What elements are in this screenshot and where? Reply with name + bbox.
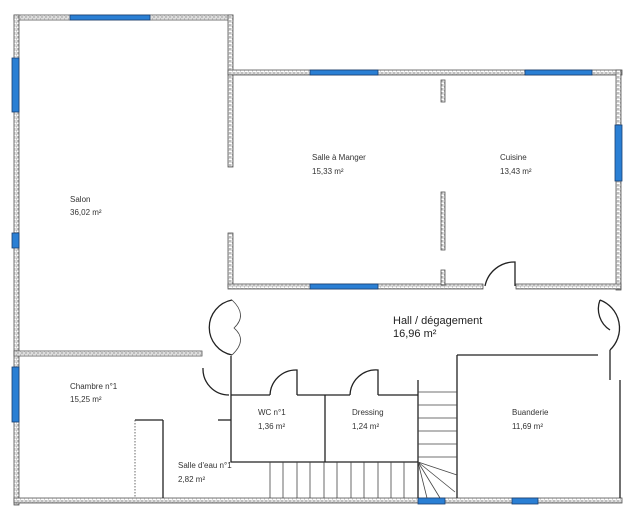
walls bbox=[13, 14, 623, 506]
staircase bbox=[269, 391, 458, 499]
windows bbox=[11, 14, 623, 505]
room-name-buanderie: Buanderie bbox=[512, 408, 549, 417]
room-name-salle-d-eau: Salle d'eau n°1 bbox=[178, 461, 232, 470]
room-name-hall: Hall / dégagement bbox=[393, 315, 482, 327]
room-name-salon: Salon bbox=[70, 195, 90, 204]
room-name-cuisine: Cuisine bbox=[500, 153, 527, 162]
room-area-salle-d-eau: 2,82 m² bbox=[178, 475, 205, 484]
room-area-chambre: 15,25 m² bbox=[70, 395, 102, 404]
room-area-cuisine: 13,43 m² bbox=[500, 167, 532, 176]
room-area-buanderie: 11,69 m² bbox=[512, 422, 543, 431]
room-area-hall: 16,96 m² bbox=[393, 328, 437, 340]
doors bbox=[202, 261, 621, 396]
room-area-salle-a-manger: 15,33 m² bbox=[312, 167, 344, 176]
room-name-wc: WC n°1 bbox=[258, 408, 286, 417]
room-area-wc: 1,36 m² bbox=[258, 422, 285, 431]
room-area-dressing: 1,24 m² bbox=[352, 422, 379, 431]
room-area-salon: 36,02 m² bbox=[70, 208, 102, 217]
partitions bbox=[134, 350, 621, 498]
room-name-chambre: Chambre n°1 bbox=[70, 382, 118, 391]
room-name-salle-a-manger: Salle à Manger bbox=[312, 153, 366, 162]
room-labels: Salon 36,02 m² Salle à Manger 15,33 m² C… bbox=[70, 153, 549, 484]
room-name-dressing: Dressing bbox=[352, 408, 384, 417]
